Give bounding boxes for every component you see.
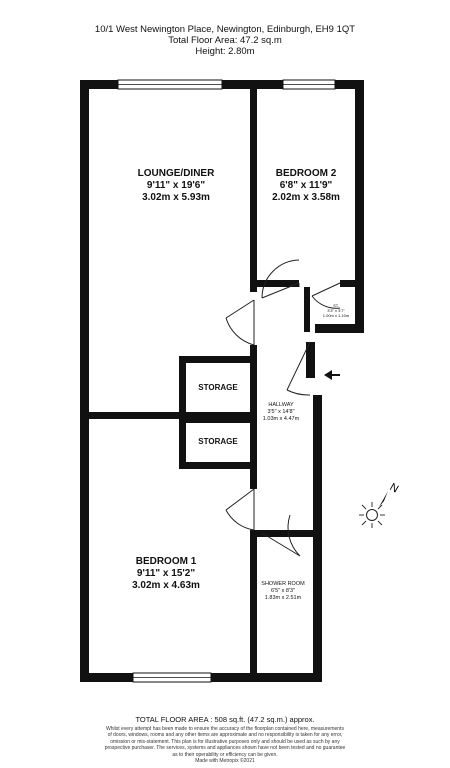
door-store [311, 282, 341, 309]
door-bedroom1 [225, 488, 255, 531]
bedroom2-dim-metric: 2.02m x 3.58m [272, 192, 340, 203]
hallway-name: HALLWAY [268, 402, 294, 408]
disclaimer-line: of doors, windows, rooms and any other i… [107, 732, 343, 739]
store-name: ST. [333, 303, 339, 308]
shower-dim-metric: 1.83m x 2.51m [265, 595, 302, 601]
disclaimer-line: Made with Metropix ©2021 [195, 758, 255, 765]
door-shower [261, 514, 301, 557]
address-line: 10/1 West Newington Place, Newington, Ed… [94, 24, 356, 35]
store-dim-metric: 1.00m x 1.10m [323, 313, 350, 318]
door-entrance [286, 341, 311, 396]
bedroom1-name: BEDROOM 1 [136, 556, 197, 567]
disclaimer-line: as to their operability or efficiency ca… [172, 751, 278, 758]
lounge-dim-metric: 3.02m x 5.93m [142, 192, 210, 203]
shower-name: SHOWER ROOM [261, 581, 305, 587]
lounge-name: LOUNGE/DINER [138, 168, 215, 179]
storage-bottom-label: STORAGE [198, 437, 238, 446]
windows [117, 79, 336, 683]
compass-icon [359, 491, 388, 528]
compass-north-label: N [388, 481, 401, 495]
door-lounge [225, 299, 255, 346]
bedroom1-dim-metric: 3.02m x 4.63m [132, 580, 200, 591]
footer-disclaimer: Whilst every attempt has been made to en… [88, 726, 362, 764]
ceiling-height: Height: 2.80m [195, 46, 255, 57]
entrance-arrow-icon [324, 370, 340, 380]
disclaimer-line: Whilst every attempt has been made to en… [106, 726, 344, 732]
hallway-dim-metric: 1.03m x 4.47m [263, 416, 300, 422]
door-bedroom2 [261, 259, 300, 299]
bedroom2-dim-imperial: 6'8" x 11'9" [280, 180, 333, 191]
disclaimer-line: prospective purchaser. The services, sys… [104, 745, 346, 752]
bedroom1-dim-imperial: 9'11" x 15'2" [137, 568, 195, 579]
hallway-dim-imperial: 3'5" x 14'8" [267, 409, 294, 415]
total-floor-area: Total Floor Area: 47.2 sq.m [168, 35, 282, 46]
storage-top-label: STORAGE [198, 383, 238, 392]
footer-total-area: TOTAL FLOOR AREA : 508 sq.ft. (47.2 sq.m… [135, 715, 315, 724]
bedroom2-name: BEDROOM 2 [276, 168, 337, 179]
interior-walls [89, 80, 364, 682]
shower-dim-imperial: 6'5" x 8'3" [271, 588, 295, 594]
store-dim-imperial: 3'3" x 3'7" [327, 308, 345, 313]
disclaimer-line: omission or mis-statement. This plan is … [110, 738, 340, 745]
doors [225, 259, 341, 557]
lounge-dim-imperial: 9'11" x 19'6" [147, 180, 205, 191]
